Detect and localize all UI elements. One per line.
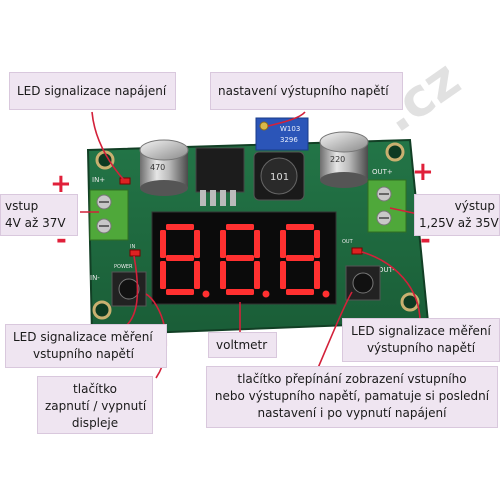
digit-2-segment <box>220 230 226 258</box>
leader-output <box>389 207 419 215</box>
digit-3-segment <box>314 230 320 258</box>
mount-hole <box>385 142 405 162</box>
digit-3-decimal-point <box>322 290 330 298</box>
digit-3-segment <box>280 261 286 289</box>
digit-2-segment <box>226 255 254 261</box>
callout-power-button-line2: zapnutí / vypnutí <box>45 399 147 413</box>
polarity-plus-output: + <box>412 157 434 187</box>
polarity-minus-output: - <box>420 225 431 255</box>
callout-output: výstup 1,25V až 35V <box>414 194 500 236</box>
digit-1-segment <box>194 261 200 289</box>
callout-input-line1: vstup <box>5 199 39 213</box>
digit-1-segment <box>194 230 200 258</box>
callout-output-adjust: nastavení výstupního napětí <box>210 72 403 110</box>
digit-3-segment <box>280 230 286 258</box>
digit-3-segment <box>314 261 320 289</box>
callout-voltmeter-text: voltmetr <box>216 338 268 352</box>
capacitor-left-top <box>139 139 189 161</box>
callout-switch-button-line2: nebo výstupního napětí, pamatuje si posl… <box>214 389 490 403</box>
digit-3-segment <box>286 255 314 261</box>
label-in-small: IN <box>130 244 135 250</box>
callout-led-input-line2: vstupního napětí <box>33 347 134 361</box>
callout-output-line1: výstup <box>454 199 495 213</box>
label-out-minus: OUT- <box>378 266 395 274</box>
callout-led-output: LED signalizace měření výstupního napětí <box>342 318 500 362</box>
led-output <box>351 247 363 255</box>
callout-input: vstup 4V až 37V <box>0 194 78 236</box>
inductor-label: 101 <box>270 172 289 183</box>
switch-button <box>345 265 381 301</box>
leader-led-output <box>361 251 421 323</box>
callout-led-input: LED signalizace měření vstupního napětí <box>5 324 167 368</box>
digit-1-segment <box>160 261 166 289</box>
regulator-pin <box>220 190 226 206</box>
regulator-pin <box>200 190 206 206</box>
callout-power-button-line1: tlačítko <box>73 382 117 396</box>
digit-1-segment <box>166 224 194 230</box>
callout-led-output-line2: výstupního napětí <box>366 341 476 355</box>
potentiometer-code: W103 <box>280 125 300 133</box>
digit-1-segment <box>160 230 166 258</box>
display-digits <box>160 224 330 298</box>
callout-switch-button: tlačítko přepínání zobrazení vstupního n… <box>206 366 498 428</box>
power-button-cap <box>118 278 140 300</box>
callout-led-power-text: LED signalizace napájení <box>17 84 167 98</box>
digit-1-segment <box>166 255 194 261</box>
digit-3-segment <box>286 289 314 295</box>
leader-output-adjust <box>267 111 306 127</box>
mount-hole <box>400 292 420 312</box>
digit-2-segment <box>226 289 254 295</box>
regulator-chip <box>195 147 245 193</box>
callout-voltmeter: voltmetr <box>208 332 277 358</box>
polarity-plus-input: + <box>50 169 72 199</box>
label-power-small: POWER <box>114 264 133 270</box>
callout-input-line2: 4V až 37V <box>5 216 66 230</box>
polarity-minus-input: - <box>56 225 67 255</box>
potentiometer-code-2: 3296 <box>280 136 298 144</box>
callout-led-output-line1: LED signalizace měření <box>351 324 491 338</box>
callout-output-line2: 1,25V až 35V <box>419 216 499 230</box>
callout-switch-button-line1: tlačítko přepínání zobrazení vstupního <box>237 372 467 386</box>
digit-1-decimal-point <box>202 290 210 298</box>
label-in-plus: IN+ <box>92 176 105 184</box>
digit-2-segment <box>254 261 260 289</box>
callout-power-button: tlačítko zapnutí / vypnutí displeje <box>37 376 153 434</box>
digit-2-decimal-point <box>262 290 270 298</box>
callout-switch-button-line3: nastavení i po vypnutí napájení <box>257 406 447 420</box>
regulator-pin <box>210 190 216 206</box>
led-input <box>129 249 141 257</box>
capacitor-left-base <box>140 180 188 196</box>
callout-power-button-line3: displeje <box>71 416 119 430</box>
potentiometer-screw <box>259 121 269 131</box>
digit-3-segment <box>286 224 314 230</box>
label-out-plus: OUT+ <box>372 168 393 176</box>
callout-output-adjust-text: nastavení výstupního napětí <box>218 84 389 98</box>
digit-2-segment <box>220 261 226 289</box>
capacitor-left-label: 470 <box>150 163 165 172</box>
digit-2-segment <box>226 224 254 230</box>
capacitor-right-base <box>320 172 368 188</box>
capacitor-right-label: 220 <box>330 155 345 164</box>
mount-hole <box>92 300 112 320</box>
switch-button-cap <box>352 272 374 294</box>
capacitor-right-top <box>319 131 369 153</box>
digit-2-segment <box>254 230 260 258</box>
leader-switch-button <box>317 291 353 369</box>
leader-led-power <box>91 111 125 181</box>
callout-led-power: LED signalizace napájení <box>9 72 176 110</box>
label-out-small: OUT <box>342 239 354 245</box>
led-power <box>119 177 131 185</box>
label-in-minus: IN- <box>90 274 100 282</box>
inductor-core <box>260 157 298 195</box>
digit-1-segment <box>166 289 194 295</box>
regulator-pin <box>230 190 236 206</box>
callout-led-input-line1: LED signalizace měření <box>13 330 153 344</box>
